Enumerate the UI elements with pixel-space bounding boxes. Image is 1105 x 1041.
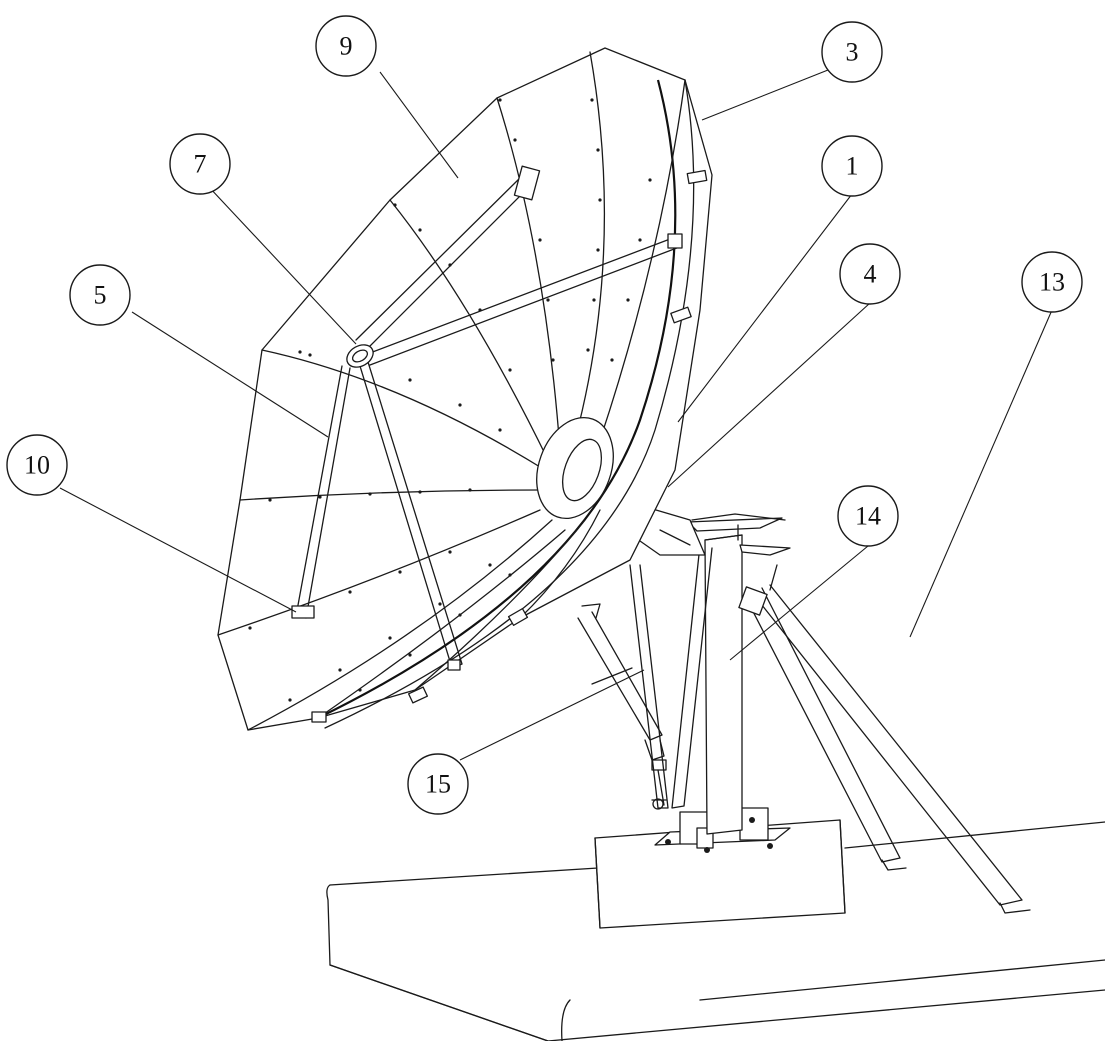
svg-text:4: 4 [864,260,877,289]
support-legs [738,564,1031,914]
svg-text:7: 7 [194,150,207,179]
svg-text:15: 15 [425,770,451,799]
elevation-jack [577,603,667,810]
feed-arms [291,165,683,671]
svg-text:3: 3 [846,38,859,67]
callout-10: 10 [6,434,68,496]
mast-post [687,513,791,835]
svg-text:13: 13 [1039,268,1065,297]
base-plate [654,807,791,853]
svg-text:9: 9 [340,32,353,61]
roof-slab [326,821,1105,1041]
callout-1: 1 [821,135,883,197]
callout-13: 13 [1021,251,1083,313]
svg-text:5: 5 [94,281,107,310]
callout-15: 15 [407,753,469,815]
callout-7: 7 [169,133,231,195]
concrete-block [594,819,846,929]
leader-lines [59,69,1053,761]
dish-reflector [217,47,713,731]
callout-3: 3 [821,21,883,83]
svg-text:10: 10 [24,451,50,480]
callout-9: 9 [315,15,377,77]
callout-4: 4 [839,243,901,305]
callout-14: 14 [837,485,899,547]
svg-text:1: 1 [846,152,859,181]
callout-5: 5 [69,264,131,326]
feed-ring [346,344,374,368]
svg-text:14: 14 [855,502,881,531]
dish-hub [536,416,614,520]
